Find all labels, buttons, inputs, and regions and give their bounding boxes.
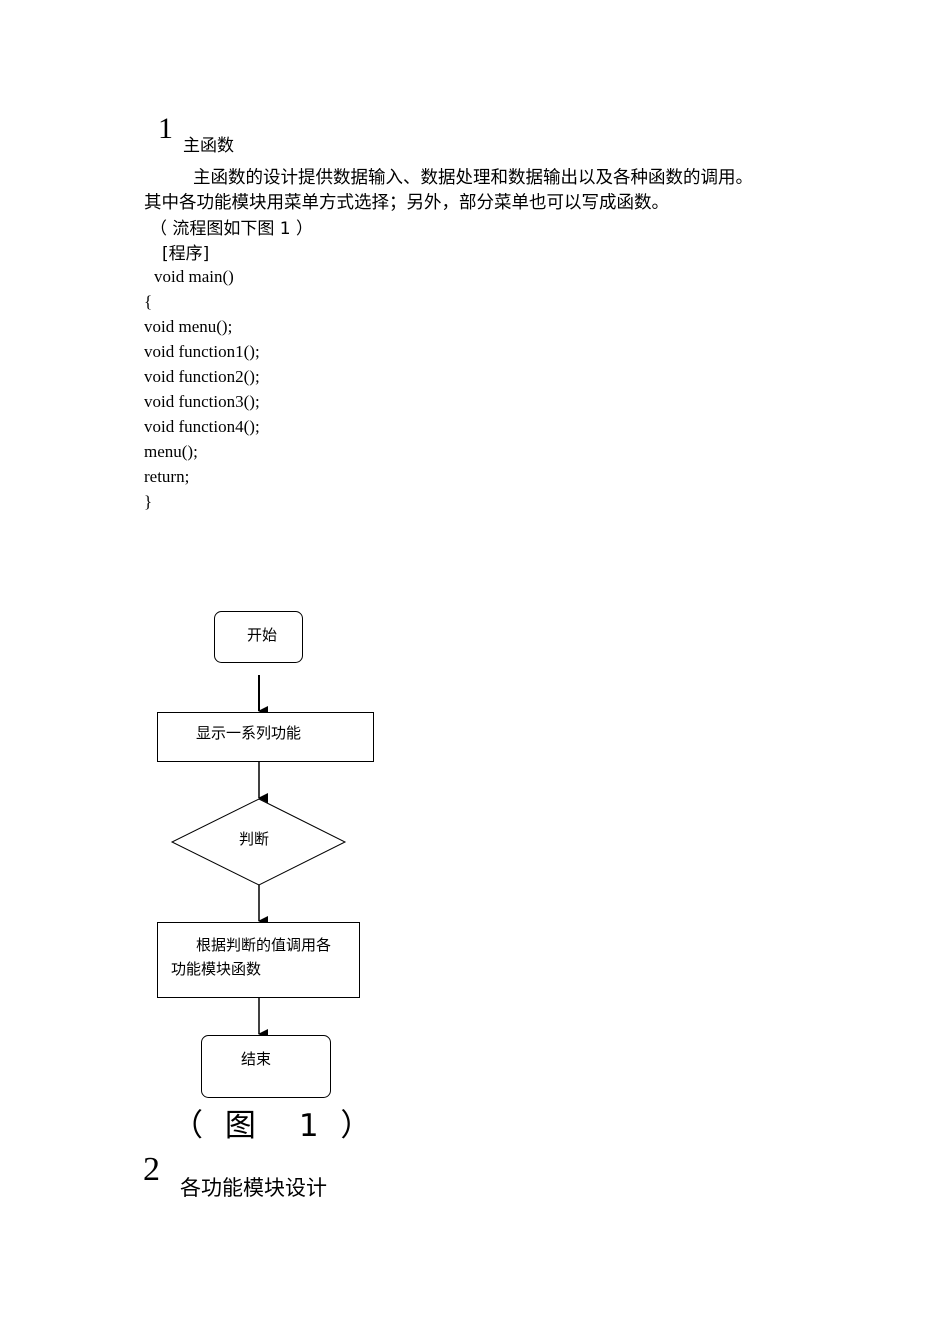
code-line: void menu();: [144, 317, 233, 336]
code-line: void function3();: [144, 392, 260, 411]
code-line: }: [144, 492, 153, 511]
paragraph-line-1: 主函数的设计提供数据输入、数据处理和数据输出以及各种函数的调用。: [193, 168, 753, 188]
start-terminal: [214, 611, 303, 663]
section2-title: 各功能模块设计: [180, 1176, 327, 1200]
code-line: void function4();: [144, 417, 260, 436]
code-line: return;: [144, 467, 190, 486]
step2-label-line1: 根据判断的值调用各: [196, 936, 332, 954]
code-line: void main(): [154, 267, 234, 286]
decision-label: 判断: [239, 830, 270, 848]
code-line: {: [144, 292, 153, 311]
code-line: void function2();: [144, 367, 260, 386]
end-label: 结束: [241, 1050, 272, 1068]
code-line: menu();: [144, 442, 198, 461]
program-label: [程序]: [162, 244, 210, 264]
code-line: void function1();: [144, 342, 260, 361]
step2-label-line2: 功能模块函数: [171, 960, 262, 978]
start-label: 开始: [247, 626, 278, 644]
figure-caption: （ 图 1 ）: [172, 1108, 378, 1144]
flow-note: （ 流程图如下图 1 ）: [150, 219, 314, 239]
section1-number: 1: [158, 112, 173, 145]
section2-number: 2: [143, 1151, 160, 1188]
process-box: [157, 922, 360, 998]
section1-title: 主函数: [183, 136, 234, 156]
step1-label: 显示一系列功能: [196, 724, 302, 742]
paragraph-line-2: 其中各功能模块用菜单方式选择；另外，部分菜单也可以写成函数。: [144, 193, 669, 213]
process-box: [157, 712, 374, 762]
end-terminal: [201, 1035, 331, 1098]
